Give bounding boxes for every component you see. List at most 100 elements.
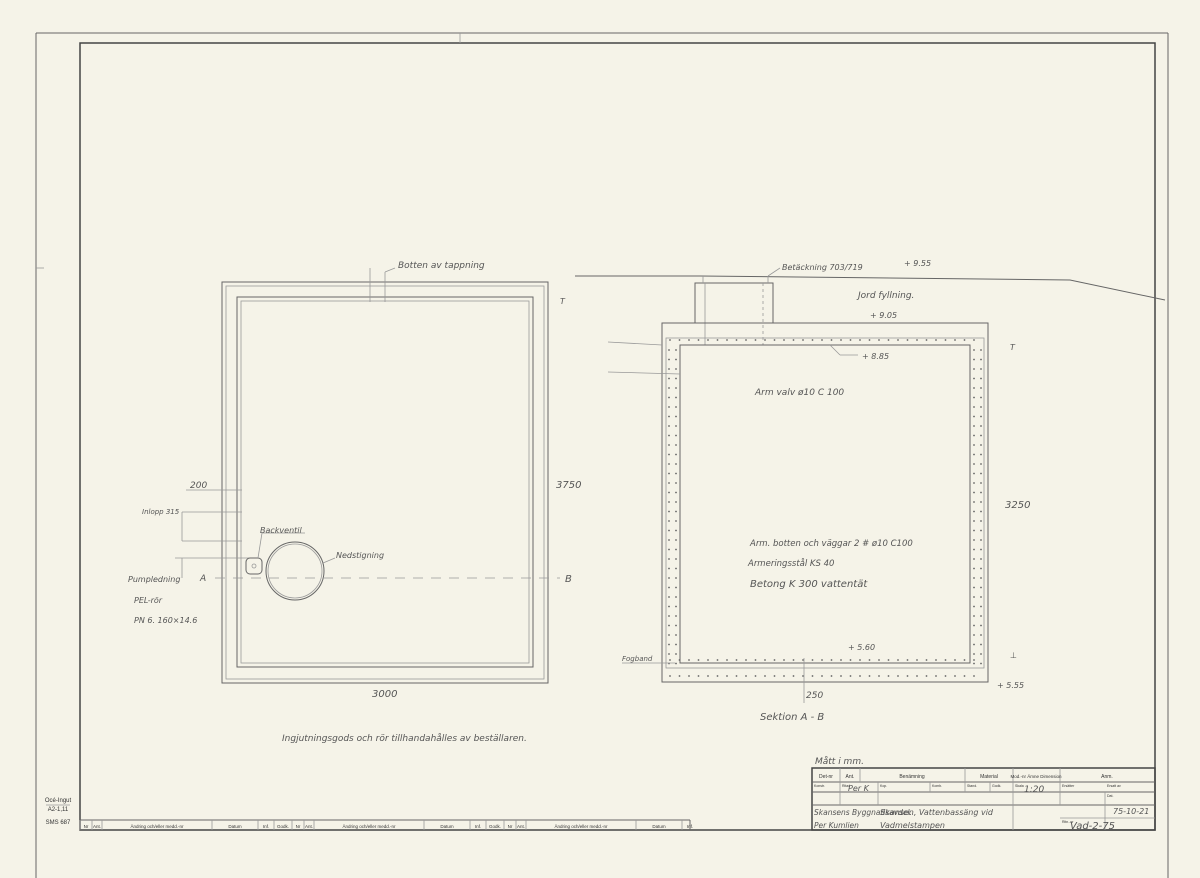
revision-header: Nr (296, 824, 301, 829)
rebar-dot (668, 472, 670, 475)
rebar-dot (697, 675, 700, 677)
rebar-dot (668, 453, 670, 456)
revision-header: Inf. (687, 824, 693, 829)
pipe-spec-label: PN 6. 160×14.6 (134, 616, 197, 625)
rebar-dot (675, 482, 677, 484)
rebar-dot (668, 643, 670, 646)
rebar-dot (668, 501, 670, 503)
rebar-dot (675, 615, 677, 617)
rebar-dot (675, 567, 677, 570)
rebar-dot (973, 577, 975, 579)
rebar-dot (811, 659, 814, 661)
rebar-dot (716, 339, 719, 341)
rebar-dot (745, 659, 747, 661)
rebar-dot (973, 491, 975, 494)
svg-text:Dat.: Dat. (1107, 794, 1113, 798)
rebar-dot (821, 675, 823, 677)
organization: Skansens Byggnadsavdel. (814, 808, 912, 817)
rebar-dot (802, 659, 804, 661)
rebar-dot (973, 558, 975, 560)
rebar-dot (735, 659, 738, 661)
rebar-dot (675, 529, 677, 532)
rebar-dot (675, 586, 677, 589)
rebar-dot (668, 387, 670, 389)
rebar-dot (675, 444, 677, 446)
section-view: Betäckning 703/719 + 9.55 Jord fyllning.… (575, 259, 1166, 723)
rebar-dot (980, 463, 982, 465)
rebar-dot (980, 539, 982, 541)
rebar-dot (878, 675, 880, 677)
drawing-number: Vad-2-75 (1070, 821, 1115, 832)
rebar-dot (668, 368, 670, 370)
manhole-circle (265, 541, 325, 601)
rebar-dot (675, 662, 677, 665)
section-title: Sektion A - B (760, 712, 824, 723)
plan-dim-width: 3000 (372, 689, 397, 700)
rebar-dot (811, 339, 814, 341)
rebar-dot (697, 659, 700, 661)
drawing-title-1: Skansen, Vattenbassäng vid (880, 808, 994, 817)
rebar-dot (716, 659, 719, 661)
revision-header: Inf. (263, 824, 269, 829)
rebar-dot (668, 539, 670, 541)
rebar-dot (980, 501, 982, 503)
rebar-dot (980, 491, 982, 494)
svg-text:Material: Material (980, 774, 998, 780)
rebar-dot (973, 349, 975, 351)
rebar-dot (675, 605, 677, 608)
rebar-dot (925, 675, 928, 677)
rebar-dot (668, 406, 670, 408)
rebar-dot (980, 643, 982, 646)
rebar-dot (887, 675, 890, 677)
rebar-dot (980, 605, 982, 608)
rebar-dot (980, 634, 982, 636)
svg-text:Det-nr: Det-nr (819, 774, 833, 780)
inner-top-level: + 8.85 (862, 352, 889, 361)
wall-reinforcement: Arm. botten och väggar 2 # ø10 C100 (749, 539, 913, 549)
drawn-by: Per K (848, 784, 870, 793)
rebar-dot (811, 675, 814, 677)
rebar-dot (675, 624, 677, 627)
rebar-dot (668, 567, 670, 570)
rebar-dot (944, 675, 947, 677)
rebar-dot (668, 520, 670, 522)
rebar-dot (980, 396, 982, 399)
rebar-dot (973, 339, 975, 341)
rebar-dot (925, 339, 928, 341)
revision-header: Datum (652, 824, 666, 829)
rebar-dot (973, 586, 975, 589)
rebar-dot (980, 444, 982, 446)
rebar-dot (868, 339, 871, 341)
rebar-dot (973, 529, 975, 532)
rebar-dot (792, 675, 795, 677)
rebar-dot (716, 675, 719, 677)
slab-dim: 250 (806, 691, 823, 701)
rebar-dot (726, 339, 728, 341)
rebar-dot (906, 659, 909, 661)
section-marker-b: B (565, 574, 572, 585)
rebar-dot (735, 339, 738, 341)
rebar-dot (688, 675, 690, 677)
concrete-spec: Betong K 300 vattentät (750, 579, 868, 590)
scale: 1:20 (1024, 785, 1044, 795)
rebar-dot (783, 675, 785, 677)
rebar-dot (668, 653, 670, 655)
rebar-dot (668, 510, 670, 513)
rebar-dot (678, 659, 681, 661)
rebar-dot (792, 659, 795, 661)
rebar-dot (764, 659, 766, 661)
rebar-dot (980, 510, 982, 513)
check-valve-symbol (245, 557, 263, 575)
rebar-dot (980, 624, 982, 627)
rebar-dot (935, 339, 937, 341)
rebar-dot (980, 529, 982, 532)
rebar-dot (754, 675, 757, 677)
rebar-dot (764, 339, 766, 341)
rebar-dot (963, 339, 966, 341)
rebar-dot (980, 349, 982, 351)
manhole-label: Nedstigning (336, 551, 384, 560)
rebar-dot (973, 643, 975, 646)
svg-text:Benämning: Benämning (899, 774, 925, 780)
rebar-dot (859, 675, 861, 677)
